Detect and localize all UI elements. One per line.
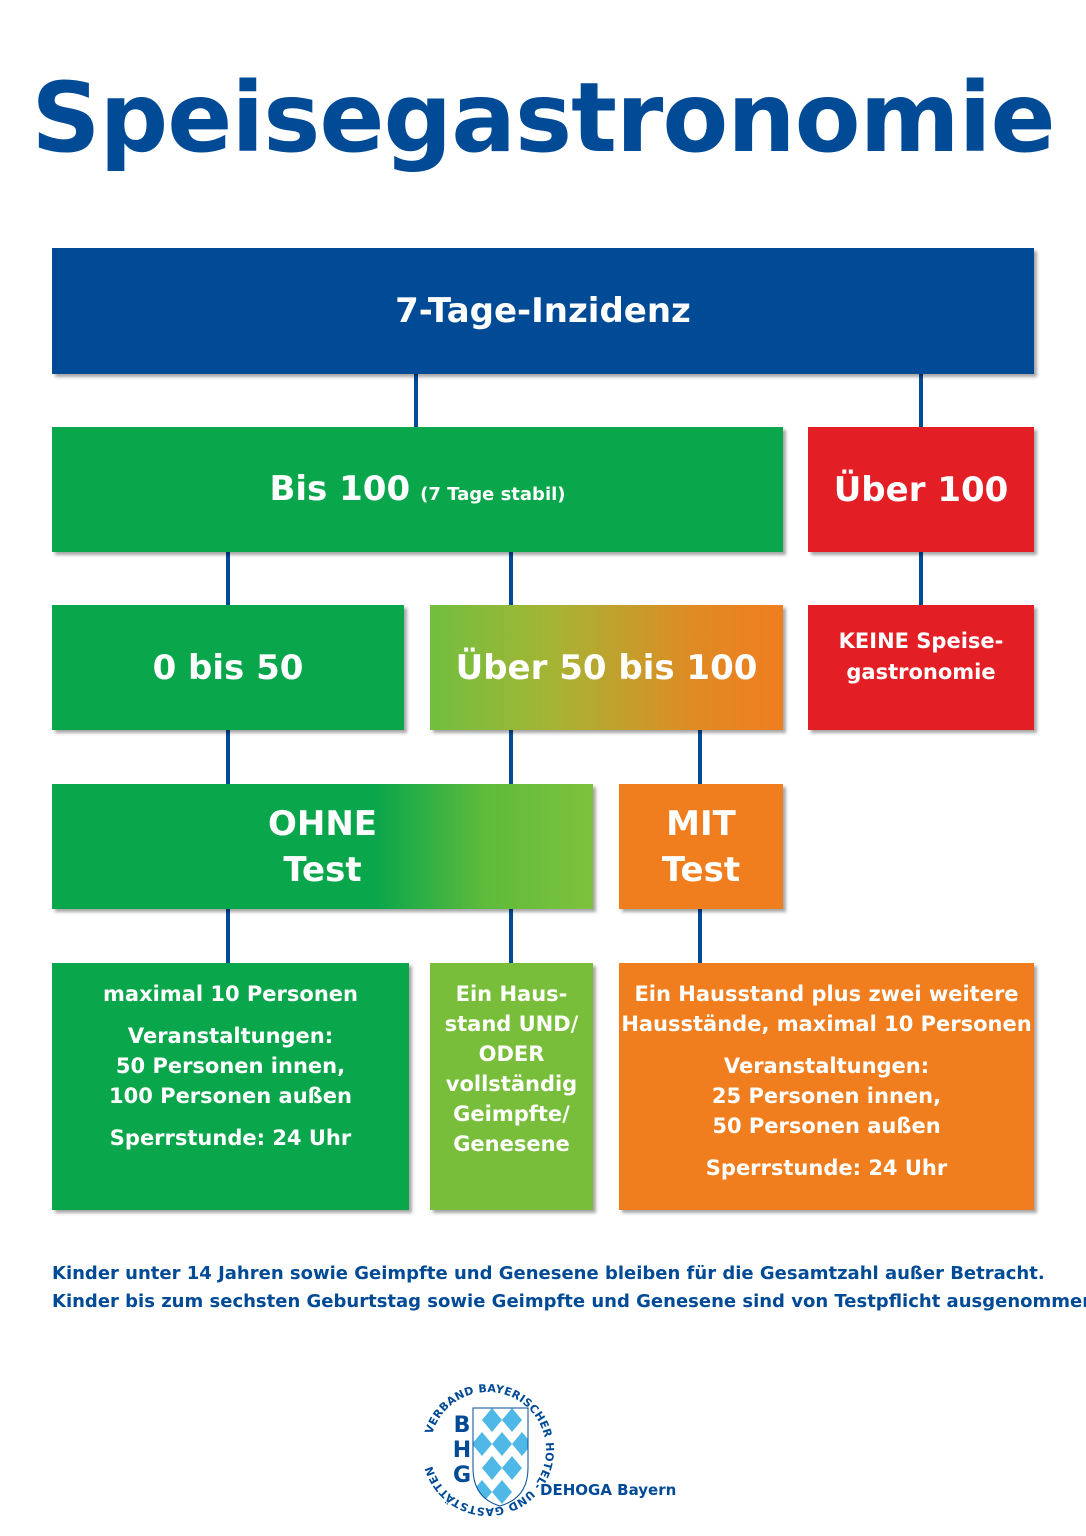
zero-to-50-label: 0 bis 50: [152, 647, 304, 688]
bavarian-diamond-icon: [473, 1408, 528, 1506]
stable-note: (7 Tage stabil): [420, 484, 566, 505]
household-line4: vollständig: [445, 1072, 578, 1096]
footer-note-2: Kinder bis zum sechsten Geburtstag sowie…: [52, 1291, 1086, 1312]
household-rules-box: Ein Haus- stand UND/ ODER vollständig Ge…: [430, 963, 593, 1210]
logo-letter-h: H: [453, 1438, 471, 1463]
footer-notes: Kinder unter 14 Jahren sowie Geimpfte un…: [52, 1260, 1086, 1316]
page-title: Speisegastronomie: [31, 62, 1055, 174]
dehoga-name: DEHOGA Bayern: [540, 1481, 677, 1499]
incidence-header-box: 7-Tage-Inzidenz: [52, 248, 1034, 374]
with-test-closing-time: Sperrstunde: 24 Uhr: [705, 1156, 948, 1180]
over-100-label: Über 100: [833, 469, 1009, 510]
no-gastronomy-line2: gastronomie: [846, 659, 996, 684]
up-to-100-label: Bis 100: [269, 469, 411, 509]
without-test-rules-box: maximal 10 Personen Veranstaltungen: 50 …: [52, 963, 409, 1210]
no-gastronomy-box: KEINE Speise- gastronomie: [808, 605, 1034, 730]
without-test-box: OHNE Test: [52, 784, 593, 909]
rules-max-persons: maximal 10 Personen: [103, 982, 358, 1006]
connector-line: [919, 374, 923, 428]
household-line2: stand UND/: [444, 1012, 579, 1036]
with-test-events-indoor: 25 Personen innen,: [711, 1084, 942, 1108]
over-100-box: Über 100: [808, 427, 1034, 552]
with-test-line1: MIT: [666, 803, 736, 844]
footer-note-1: Kinder unter 14 Jahren sowie Geimpfte un…: [52, 1263, 1045, 1284]
connector-line: [226, 730, 230, 784]
with-test-events-label: Veranstaltungen:: [723, 1054, 930, 1078]
rules-closing-time: Sperrstunde: 24 Uhr: [109, 1126, 352, 1150]
with-test-box: MIT Test: [619, 784, 783, 909]
connector-line: [698, 909, 702, 964]
logo-letter-g: G: [453, 1463, 471, 1488]
household-line6: Genesene: [453, 1132, 570, 1156]
zero-to-50-box: 0 bis 50: [52, 605, 404, 730]
incidence-header-label: 7-Tage-Inzidenz: [395, 291, 691, 331]
rules-events-outdoor: 100 Personen außen: [109, 1084, 352, 1108]
connector-line: [226, 552, 230, 606]
with-test-events-outdoor: 50 Personen außen: [712, 1114, 941, 1138]
with-test-households-2: Hausstände, maximal 10 Personen: [621, 1012, 1032, 1036]
connector-line: [509, 730, 513, 784]
connector-line: [226, 909, 230, 964]
without-test-line1: OHNE: [267, 803, 378, 844]
with-test-line2: Test: [661, 849, 741, 890]
connector-line: [509, 909, 513, 964]
over-50-to-100-label: Über 50 bis 100: [455, 647, 758, 688]
dehoga-logo: VERBAND BAYERISCHER HOTEL- UND GASTSTÄTT…: [422, 1382, 555, 1518]
logo-letter-b: B: [454, 1413, 471, 1438]
rules-events-label: Veranstaltungen:: [127, 1024, 334, 1048]
connector-line: [919, 552, 923, 606]
with-test-rules-box: Ein Hausstand plus zwei weitere Hausstän…: [619, 963, 1034, 1210]
over-50-to-100-box: Über 50 bis 100: [430, 605, 783, 730]
household-line3: ODER: [478, 1042, 545, 1066]
up-to-100-box: Bis 100 (7 Tage stabil): [52, 427, 783, 552]
connector-line: [698, 730, 702, 784]
rules-events-indoor: 50 Personen innen,: [115, 1054, 346, 1078]
household-line5: Geimpfte/: [453, 1102, 570, 1126]
connector-line: [414, 374, 418, 428]
connector-line: [509, 552, 513, 606]
household-line1: Ein Haus-: [455, 982, 568, 1006]
with-test-households-1: Ein Hausstand plus zwei weitere: [634, 982, 1019, 1006]
no-gastronomy-line1: KEINE Speise-: [838, 628, 1004, 653]
without-test-line2: Test: [283, 849, 362, 890]
